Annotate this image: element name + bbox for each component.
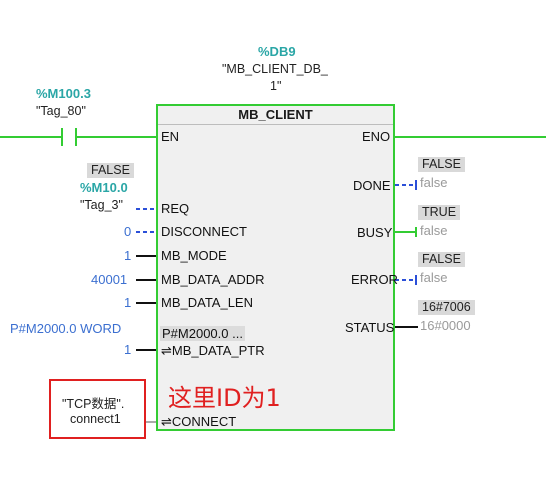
pin-status[interactable]: STATUS <box>345 320 395 335</box>
pin-done[interactable]: DONE <box>353 178 391 193</box>
status-status-badge: 16#7006 <box>418 300 475 315</box>
pin-mb-mode[interactable]: MB_MODE <box>161 248 227 263</box>
pin-connect[interactable]: ⇌CONNECT <box>161 414 236 430</box>
mb-data-ptr-value[interactable]: 1 <box>124 342 132 357</box>
block-title: MB_CLIENT <box>158 106 393 125</box>
pin-en[interactable]: EN <box>161 129 180 144</box>
mb-data-ptr-pointer-label[interactable]: P#M2000.0 WORD <box>10 321 122 336</box>
busy-status-badge: TRUE <box>418 205 461 220</box>
mb-mode-value[interactable]: 1 <box>124 248 132 263</box>
annotation-text: 这里ID为1 <box>168 384 281 412</box>
req-status-badge: FALSE <box>87 163 134 178</box>
pin-busy[interactable]: BUSY <box>357 225 393 240</box>
connect-tag-line2[interactable]: connect1 <box>70 412 121 426</box>
mb-client-block[interactable]: MB_CLIENT <box>156 104 395 431</box>
inout-arrow-icon: ⇌ <box>161 414 172 429</box>
mb-data-addr-value[interactable]: 40001 <box>91 272 128 287</box>
db-comment-line1: "MB_CLIENT_DB_ <box>222 62 328 76</box>
pin-disconnect[interactable]: DISCONNECT <box>161 224 247 239</box>
pin-error[interactable]: ERROR <box>351 272 398 287</box>
pin-connect-label: CONNECT <box>171 414 237 429</box>
mb-data-len-value[interactable]: 1 <box>124 295 132 310</box>
en-contact-tag[interactable]: "Tag_80" <box>36 104 86 118</box>
status-value[interactable]: 16#0000 <box>420 318 471 333</box>
pin-mb-data-ptr[interactable]: ⇌MB_DATA_PTR <box>161 343 265 359</box>
error-value[interactable]: false <box>420 270 448 285</box>
error-status-badge: FALSE <box>418 252 465 267</box>
pin-mb-data-ptr-label: MB_DATA_PTR <box>171 343 265 358</box>
busy-value[interactable]: false <box>420 223 448 238</box>
pin-eno[interactable]: ENO <box>362 129 391 144</box>
done-status-badge: FALSE <box>418 157 465 172</box>
req-address[interactable]: %M10.0 <box>80 180 128 195</box>
db-name[interactable]: %DB9 <box>258 44 296 59</box>
pin-mb-data-addr[interactable]: MB_DATA_ADDR <box>161 272 265 287</box>
mb-data-ptr-inner[interactable]: P#M2000.0 ... <box>160 326 245 341</box>
req-tag[interactable]: "Tag_3" <box>80 198 123 212</box>
inout-arrow-icon: ⇌ <box>161 343 172 358</box>
connect-tag-line1[interactable]: "TCP数据". <box>62 397 125 411</box>
en-contact-address[interactable]: %M100.3 <box>36 86 91 101</box>
db-comment-line2: 1" <box>270 79 282 93</box>
connect-highlight-box <box>49 379 146 439</box>
disconnect-value[interactable]: 0 <box>124 224 132 239</box>
pin-req[interactable]: REQ <box>161 201 190 216</box>
done-value[interactable]: false <box>420 175 448 190</box>
pin-mb-data-len[interactable]: MB_DATA_LEN <box>161 295 253 310</box>
